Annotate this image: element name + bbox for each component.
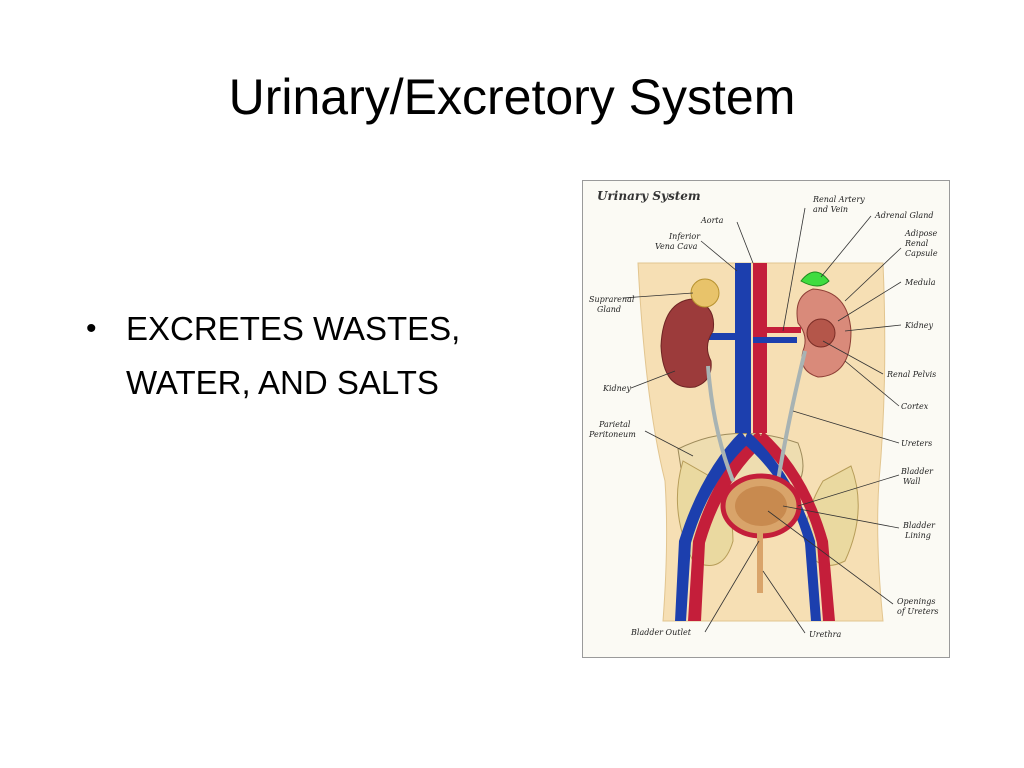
aorta-shape bbox=[753, 263, 767, 433]
bladder-inner-shape bbox=[735, 486, 787, 526]
figure-title: Urinary System bbox=[597, 189, 701, 203]
label-openings-2: of Ureters bbox=[897, 607, 939, 616]
label-kidney-right: Kidney bbox=[602, 384, 632, 393]
renal-vessel-right-vein bbox=[753, 337, 797, 343]
label-bladder-wall-2: Wall bbox=[903, 477, 921, 486]
label-aorta: Aorta bbox=[700, 216, 724, 225]
label-suprarenal-1: Suprarenal bbox=[589, 295, 635, 304]
leader-lines bbox=[622, 207, 902, 634]
label-renal-av-1: Renal Artery bbox=[812, 195, 865, 204]
label-renal-av-2: and Vein bbox=[813, 205, 848, 214]
label-suprarenal-2: Gland bbox=[597, 305, 621, 314]
label-adipose-2: Renal bbox=[904, 239, 929, 248]
label-bladder-lining-2: Lining bbox=[904, 531, 931, 540]
label-kidney-left: Kidney bbox=[904, 321, 934, 330]
ureter-left bbox=[776, 350, 807, 482]
iliac-vein-right bbox=[743, 431, 821, 621]
label-openings-1: Openings bbox=[897, 597, 936, 606]
label-bladder-wall-1: Bladder bbox=[900, 467, 934, 476]
label-bladder-outlet: Bladder Outlet bbox=[630, 628, 692, 637]
label-urethra: Urethra bbox=[809, 630, 841, 639]
urethra-shape bbox=[757, 533, 763, 593]
label-parietal-2: Peritoneum bbox=[588, 430, 636, 439]
label-ivc-1: Inferior bbox=[668, 232, 701, 241]
renal-vessel-left bbox=[708, 333, 738, 340]
label-renal-pelvis: Renal Pelvis bbox=[886, 370, 936, 379]
label-bladder-lining-1: Bladder bbox=[902, 521, 936, 530]
label-cortex: Cortex bbox=[901, 402, 929, 411]
slide-title: Urinary/Excretory System bbox=[228, 69, 796, 125]
label-medula: Medula bbox=[904, 278, 936, 287]
label-ivc-2: Vena Cava bbox=[655, 242, 698, 251]
urinary-system-diagram: Urinary System Aorta Inferior Vena Cava bbox=[588, 189, 939, 639]
renal-pelvis-shape bbox=[806, 318, 836, 348]
label-adipose-3: Capsule bbox=[905, 249, 938, 258]
vena-cava-shape bbox=[735, 263, 751, 433]
iliac-vein-left bbox=[675, 431, 749, 621]
label-ureters: Ureters bbox=[901, 439, 932, 448]
bullet-text: EXCRETES WASTES, WATER, AND SALTS bbox=[126, 310, 461, 401]
suprarenal-shape bbox=[690, 278, 720, 308]
bullet-list: • EXCRETES WASTES, WATER, AND SALTS bbox=[86, 302, 466, 410]
ureter-right bbox=[706, 365, 735, 482]
kidney-right-shape bbox=[660, 298, 715, 388]
bullet-item: • EXCRETES WASTES, WATER, AND SALTS bbox=[86, 302, 466, 410]
label-adrenal: Adrenal Gland bbox=[874, 211, 933, 220]
urinary-system-figure: Urinary System Aorta Inferior Vena Cava bbox=[582, 180, 950, 658]
label-adipose-1: Adipose bbox=[904, 229, 938, 238]
bullet-dot-icon: • bbox=[86, 312, 97, 345]
label-parietal-1: Parietal bbox=[598, 420, 631, 429]
